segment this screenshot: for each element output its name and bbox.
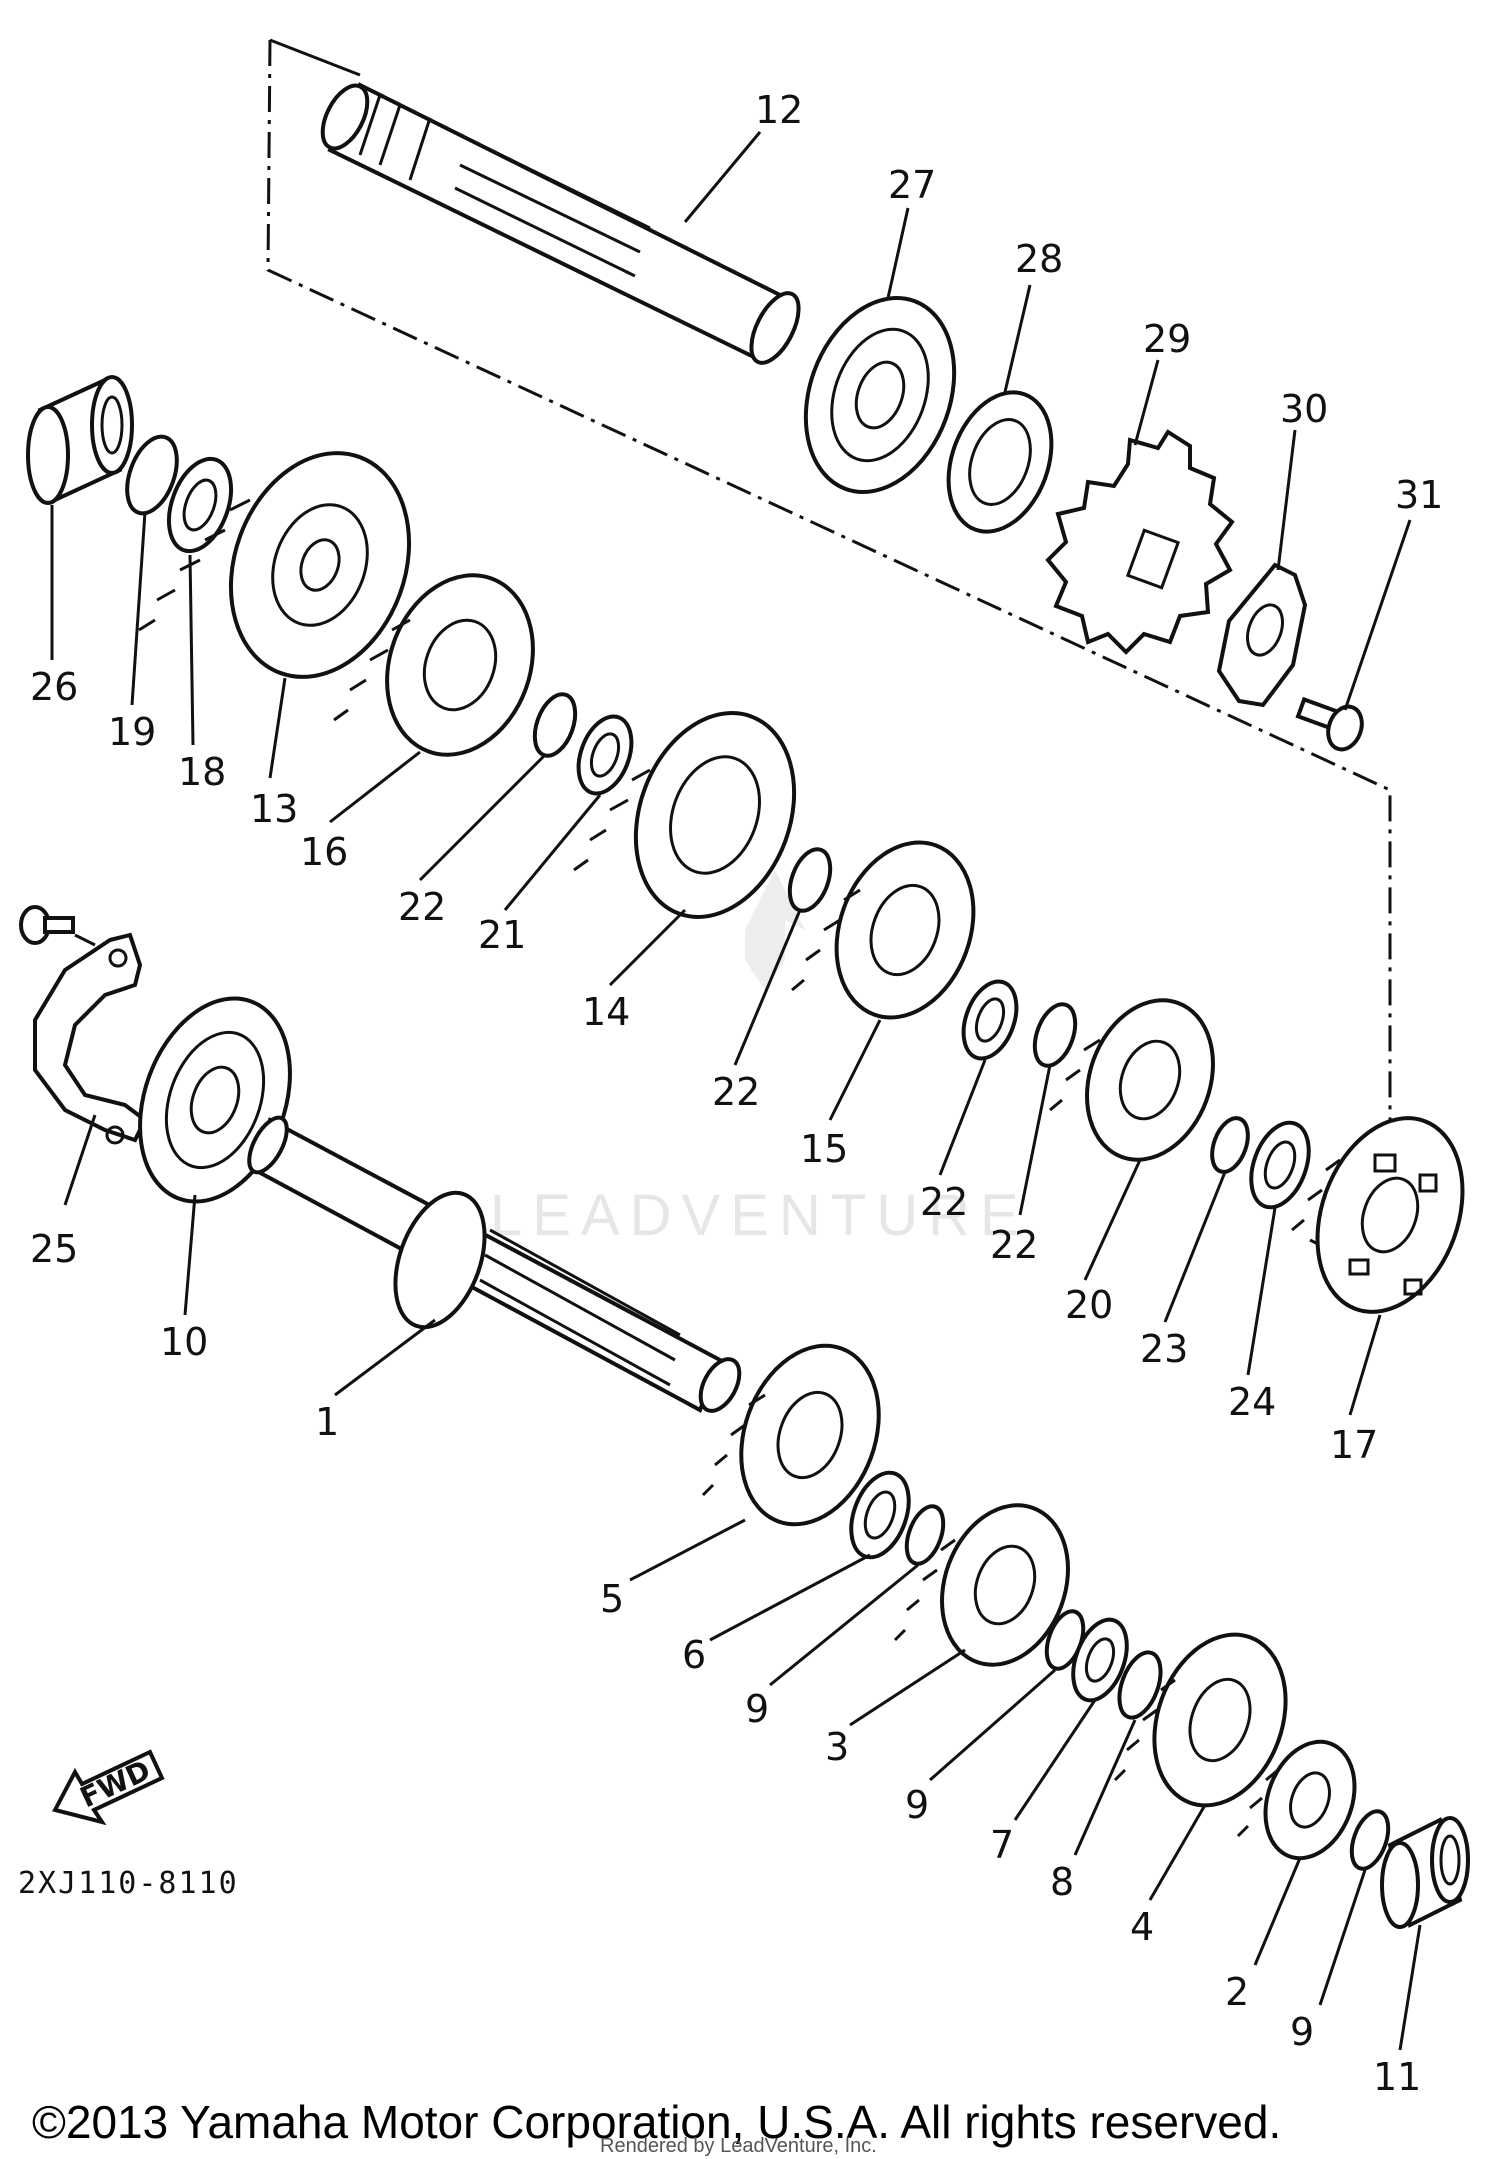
circlip-22-part [532, 692, 578, 758]
forward-direction-arrow: FWD [52, 1749, 165, 1826]
watermark-text: LEADVENTURE [490, 1183, 1029, 1248]
callout-6: 6 [682, 1633, 706, 1677]
circlip-9-part [904, 1504, 946, 1566]
bolt-31-part [19, 905, 75, 945]
callout-20: 19 [108, 710, 156, 754]
callout-18: 17 [1330, 1423, 1378, 1467]
callout-10: 10 [160, 1320, 208, 1364]
gear-2-part [1236, 1739, 1357, 1861]
circlip-9-part [1349, 1809, 1391, 1871]
callout-22d: 23 [1140, 1327, 1188, 1371]
gear-14-part [1049, 998, 1215, 1162]
rendered-by-note: Rendered by LeadVenture, Inc. [600, 2135, 877, 2157]
circlip-22-part [1210, 1116, 1250, 1174]
callout-4: 4 [1130, 1905, 1154, 1949]
callout-19: 18 [178, 750, 226, 794]
main-axle-1-part [247, 1115, 742, 1413]
callout-8: 8 [1050, 1860, 1074, 1904]
gear-13-part [138, 451, 412, 679]
circlip-8-part [1117, 1650, 1163, 1720]
callout-22c: 22 [990, 1223, 1038, 1267]
callout-5: 5 [600, 1577, 624, 1621]
callout-23: 24 [1228, 1380, 1276, 1424]
washer-19-part [166, 456, 234, 554]
callout-22a: 22 [398, 885, 446, 929]
callout-25: 27 [888, 163, 936, 207]
callout-9c: 9 [1290, 2010, 1314, 2054]
copyright-notice: ©2013 Yamaha Motor Corporation, U.S.A. A… [32, 2096, 1281, 2148]
gear-18-part [1291, 1116, 1465, 1314]
callout-16: 15 [800, 1127, 848, 1171]
bolt-29-part [1295, 696, 1364, 752]
bearing-stopper-30-part [33, 932, 148, 1145]
callout-30: 25 [30, 1227, 78, 1271]
callout-9a: 9 [745, 1687, 769, 1731]
callout-17: 16 [300, 830, 348, 874]
gear-17-part [333, 573, 535, 757]
callout-29: 31 [1395, 473, 1443, 517]
diagram-code: 2XJ110-8110 [18, 1866, 239, 1901]
leader-lines [50, 131, 1422, 2051]
callout-28: 30 [1280, 387, 1328, 431]
callout-11: 11 [1373, 2055, 1421, 2099]
gear-5-part [701, 1343, 881, 1527]
bearing-24-part [26, 375, 134, 505]
callout-24: 26 [30, 665, 78, 709]
callout-1: 1 [315, 1400, 339, 1444]
circlip-22-part [1032, 1002, 1078, 1068]
callout-7: 7 [990, 1823, 1014, 1867]
callout-9b: 9 [905, 1783, 929, 1827]
main-axle-part [320, 82, 801, 365]
callout-21b: 22 [920, 1180, 968, 1224]
gear-3-part [893, 1503, 1070, 1667]
washer-7-part [1071, 1617, 1129, 1703]
callout-2: 2 [1225, 1970, 1249, 2014]
drive-sprocket-27-part [1045, 429, 1235, 655]
callout-22b: 22 [712, 1070, 760, 1114]
oil-seal-26-part [946, 390, 1054, 534]
callout-14: 20 [1065, 1283, 1113, 1327]
gear-15-part [573, 711, 797, 919]
gear-4-part [1113, 1632, 1288, 1808]
bearing-11-part [1380, 1816, 1470, 1929]
washer-21-part [576, 714, 634, 796]
fwd-label: FWD [75, 1753, 155, 1814]
circlip-20-part [125, 434, 179, 516]
bearing-25-part [803, 296, 957, 494]
lock-washer-28-part [1216, 562, 1308, 708]
callout-27: 29 [1143, 317, 1191, 361]
callout-26: 28 [1015, 237, 1063, 281]
gear-16-part [791, 840, 976, 1020]
washer-21-part [961, 979, 1019, 1061]
washer-23-part [1249, 1120, 1311, 1210]
outline-top-leader [269, 38, 361, 77]
callout-labels: 12 27 28 29 30 31 26 19 18 13 16 22 21 1… [30, 88, 1443, 2099]
callout-12: 12 [755, 88, 803, 132]
callout-3: 3 [825, 1725, 849, 1769]
callout-13: 13 [250, 787, 298, 831]
callout-21a: 21 [478, 913, 526, 957]
callout-15: 14 [582, 990, 630, 1034]
